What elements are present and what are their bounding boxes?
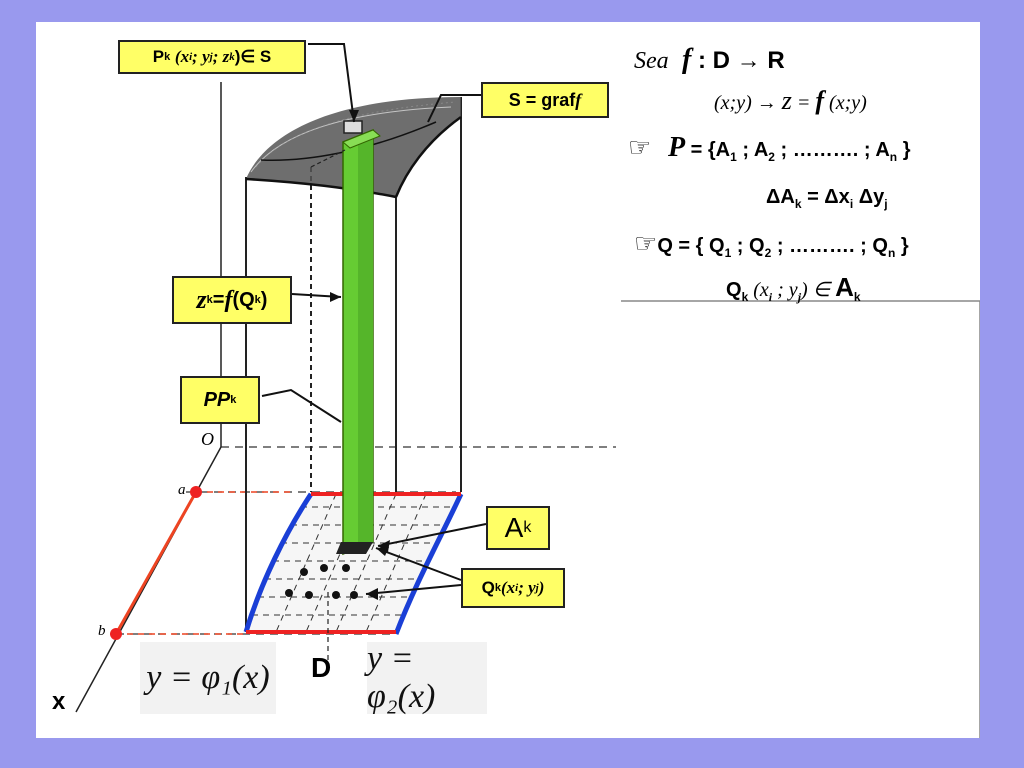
line2-arrow: →: [751, 92, 782, 114]
pk-sub-k: k: [164, 51, 171, 63]
ak-sub-k: k: [523, 519, 532, 536]
axis-a-label: a: [178, 482, 186, 498]
panel-line4: ΔAk = Δxi Δyj: [766, 186, 888, 211]
pk-x: (x: [174, 47, 190, 66]
line5-m1: ; Q: [731, 235, 765, 257]
zk-z: z: [196, 285, 207, 314]
diagram-canvas: [75, 43, 980, 738]
label-s-graf: S = graf f: [481, 82, 609, 118]
panel-line5: ☞Q = { Q1 ; Q2 ; ………. ; Qn }: [634, 228, 909, 260]
axis-b-label: b: [98, 623, 106, 639]
panel-line2: (x;y) → z = f (x;y): [714, 86, 867, 116]
axis-x-label: x: [52, 688, 66, 715]
pk-z: ; z: [212, 47, 230, 66]
line3-m1: ; A: [736, 139, 769, 161]
pk-p: P: [152, 47, 165, 66]
line6-sub-j: j: [797, 290, 802, 304]
pk-y: ; y: [192, 47, 210, 66]
line3-p: P: [667, 132, 686, 163]
domain-d-label: D: [311, 652, 332, 683]
line5-close: }: [895, 235, 909, 257]
line3-eq: = {A: [685, 139, 731, 161]
panel-line3: ☞ P = {A1 ; A2 ; ………. ; An }: [628, 132, 910, 164]
pk-sub-k2: k: [229, 51, 235, 63]
qk-close: ): [538, 578, 545, 597]
line4-eq: = Δx: [801, 186, 850, 208]
pk-sub-i: i: [189, 51, 193, 63]
line3-subn: n: [889, 150, 898, 164]
qk-x: (x: [500, 578, 516, 597]
line6-sub-i: i: [768, 290, 773, 304]
prism-ppk: [310, 120, 381, 556]
line5-m2: ; ………. ; Q: [771, 235, 888, 257]
line6-sub-ak: k: [853, 290, 861, 304]
line3-m2: ; ………. ; A: [774, 139, 890, 161]
domain-region: [243, 492, 464, 662]
zk-eq: =: [212, 288, 225, 311]
line4-dy: Δy: [853, 186, 885, 208]
line4-sub-j: j: [884, 197, 888, 211]
leader-lines: [261, 43, 487, 595]
line6-x: (x: [748, 279, 769, 301]
zk-f: f: [224, 286, 233, 313]
line2-z: z: [781, 86, 792, 115]
ppk-pp: PP: [203, 388, 231, 411]
qk-q: Q: [481, 578, 495, 597]
line6-q: Q: [726, 279, 742, 301]
hand-icon: ☞: [634, 228, 658, 258]
zk-close: ): [260, 288, 268, 311]
line6-a: A: [835, 272, 854, 302]
arrow-heads: [330, 110, 390, 600]
line1-rest: : D → R: [691, 47, 785, 74]
line6-y: ; y: [772, 279, 798, 301]
line5-sub1: 1: [724, 246, 732, 260]
line5-subn: n: [887, 246, 896, 260]
panel-line6: Qk (xi ; yj) ∈ Ak: [726, 272, 861, 305]
line3-sub1: 1: [730, 150, 737, 164]
zk-sub-k: k: [206, 294, 213, 306]
line2-xy: (x;y): [714, 92, 752, 114]
line2-eq: =: [791, 92, 816, 114]
qk-sub-i: i: [515, 582, 519, 594]
zk-sub-k2: k: [254, 294, 261, 306]
axis-origin-label: O: [201, 429, 214, 449]
pk-sub-j: j: [209, 51, 213, 63]
line4-da: ΔA: [766, 186, 795, 208]
qk-sub-j: j: [535, 582, 539, 594]
qk-sub-k: k: [494, 582, 501, 594]
line3-sub2: 2: [768, 150, 775, 164]
hand-icon: ☞: [628, 132, 652, 162]
line1-sea: Sea: [634, 48, 669, 74]
formula-phi2: y = φ₂(x): [367, 640, 487, 715]
formula-phi1: y = φ₁(x): [140, 642, 276, 714]
line4-sub-k: k: [794, 197, 802, 211]
line5-sub2: 2: [764, 246, 772, 260]
ak-a: A: [504, 512, 524, 543]
s-graf-f: f: [575, 89, 582, 110]
line2-arg: (x;y): [824, 92, 867, 114]
panel-line1: Sea f : D → R: [634, 44, 785, 76]
pk-elem: )∈ S: [234, 47, 272, 66]
ppk-sub-k: k: [230, 394, 237, 406]
line2-f: f: [815, 86, 825, 115]
line3-close: }: [897, 139, 911, 161]
line1-f: f: [682, 44, 692, 75]
s-graf-text: S = graf: [508, 89, 576, 110]
interval-ab: [110, 486, 291, 640]
line6-sub-k: k: [741, 290, 749, 304]
line6-close: ) ∈: [801, 279, 836, 301]
zk-q: (Q: [232, 288, 255, 311]
qk-y: ; y: [518, 578, 536, 597]
line5-q: Q = { Q: [657, 235, 725, 257]
line4-sub-i: i: [849, 197, 854, 211]
